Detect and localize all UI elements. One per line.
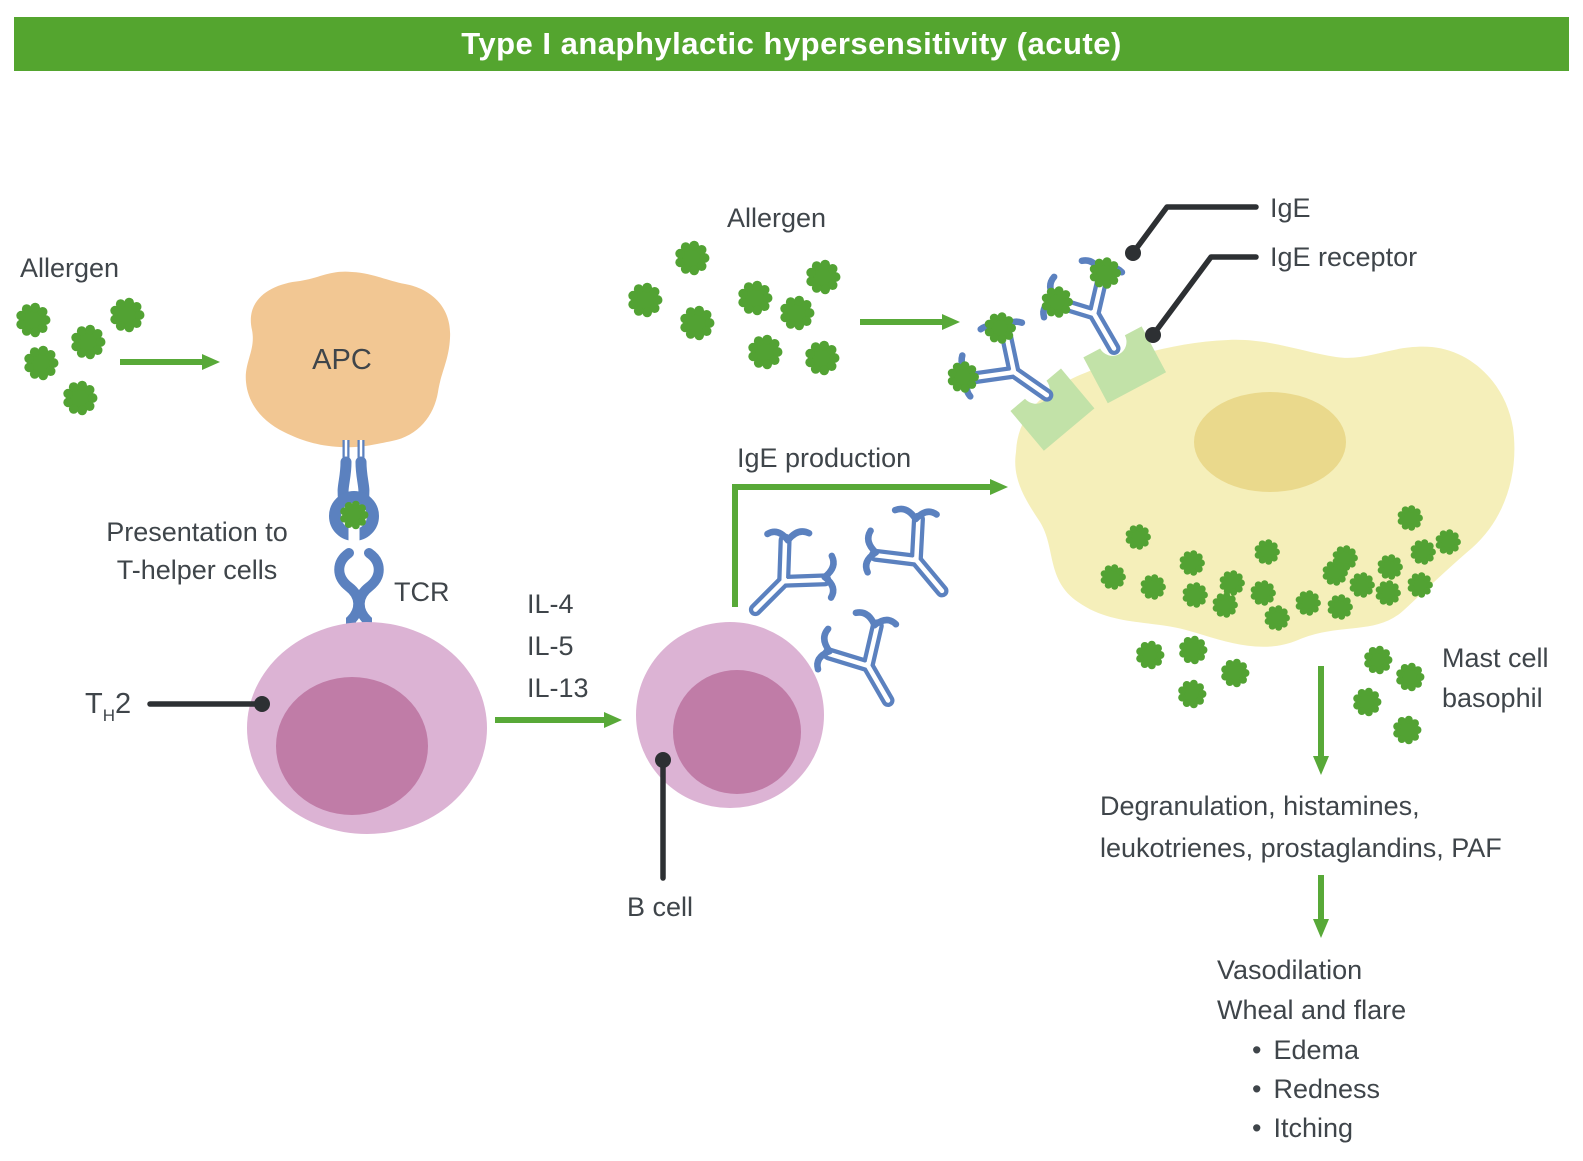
ige-label: IgE — [1270, 193, 1311, 223]
arrow-degranulation — [1313, 666, 1329, 775]
bullet-redness: •Redness — [1252, 1074, 1381, 1104]
th2-cell-shape — [247, 622, 487, 834]
presentation-label: Presentation to T-helper cells — [106, 517, 288, 585]
arrow-allergen-to-apc — [120, 354, 220, 370]
allergen-left-label: Allergen — [20, 253, 120, 283]
callout-b-cell — [655, 752, 671, 881]
outcome-bullets: •Edema •Redness •Itching — [1252, 1031, 1380, 1148]
mast-cell-nucleus — [1194, 392, 1346, 492]
callout-th2 — [147, 696, 270, 712]
title-bar: Type I anaphylactic hypersensitivity (ac… — [14, 17, 1569, 71]
tcr-label: TCR — [394, 577, 450, 607]
tcr-shape — [334, 548, 384, 632]
allergen-top-label: Allergen — [727, 203, 827, 233]
interleukin-labels: IL-4 IL-5 IL-13 — [527, 589, 589, 703]
arrow-ige-production — [732, 479, 1008, 607]
th2-nucleus — [276, 677, 428, 815]
ige-receptor-label: IgE receptor — [1270, 242, 1418, 272]
bullet-edema: •Edema — [1252, 1035, 1360, 1065]
callout-ige-receptor — [1145, 254, 1259, 343]
mast-cell-shape — [946, 246, 1515, 745]
allergen-cluster-left — [16, 297, 145, 416]
b-cell-nucleus — [673, 670, 801, 794]
page-title: Type I anaphylactic hypersensitivity (ac… — [461, 26, 1122, 61]
apc-cell-shape — [245, 271, 451, 448]
arrow-allergen-to-mastcell — [860, 314, 960, 330]
apc-label: APC — [312, 344, 372, 376]
arrow-th2-to-bcell — [495, 712, 622, 728]
mhc-antigen-complex — [329, 440, 379, 546]
bullet-dot: • — [1252, 1113, 1262, 1143]
outcome-label: Vasodilation Wheal and flare — [1217, 955, 1407, 1025]
b-cell-label: B cell — [627, 892, 694, 922]
bullet-dot: • — [1252, 1035, 1262, 1065]
arrow-outcomes — [1313, 875, 1329, 938]
ige-production-label: IgE production — [737, 443, 912, 473]
allergen-cluster-top — [628, 240, 841, 376]
b-cell-shape — [636, 622, 824, 808]
mast-cell-label: Mast cell basophil — [1442, 643, 1549, 713]
bullet-itching: •Itching — [1252, 1113, 1354, 1143]
callout-ige — [1125, 204, 1259, 261]
granules-released — [1136, 635, 1425, 745]
th2-label: TH2 — [85, 688, 132, 725]
degranulation-label: Degranulation, histamines, leukotrienes,… — [1100, 791, 1502, 863]
bullet-dot: • — [1252, 1074, 1262, 1104]
